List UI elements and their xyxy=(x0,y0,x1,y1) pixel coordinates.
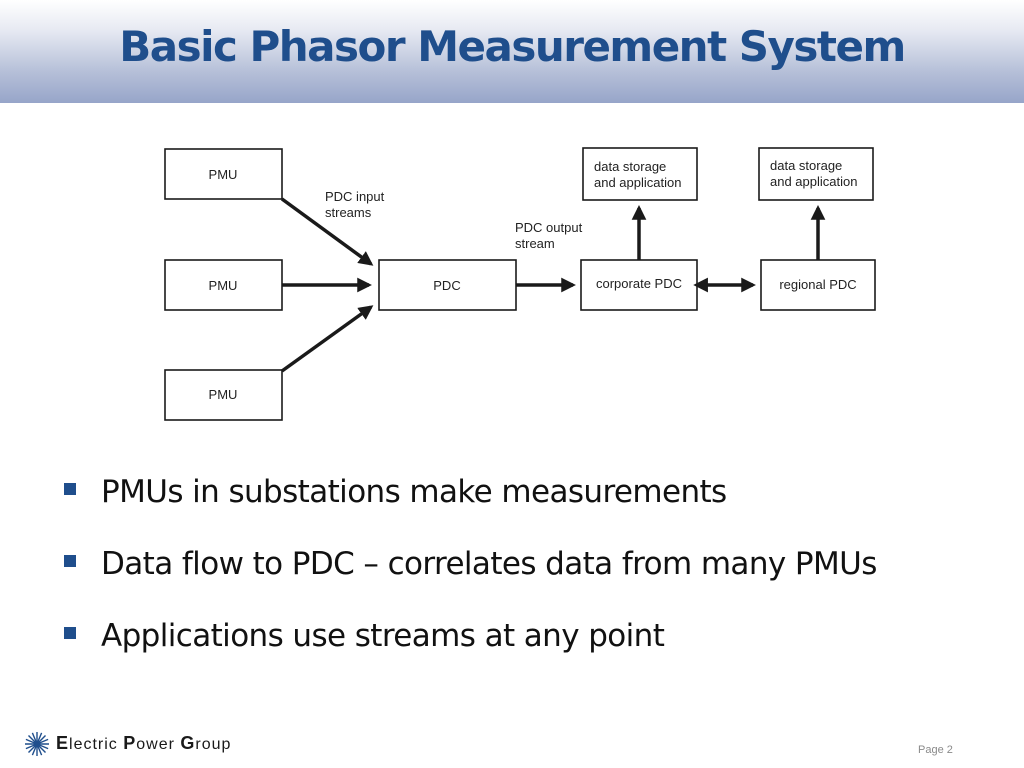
pmu-box-1: PMU xyxy=(164,148,283,200)
pmu-label-1: PMU xyxy=(209,167,238,182)
output-stream-label-line-2: stream xyxy=(515,236,555,251)
square-bullet-icon xyxy=(64,483,76,495)
phasor-system-diagram: PMU PMU PMU PDC corporate PDC regional P… xyxy=(164,147,876,421)
regional-pdc-label: regional PDC xyxy=(779,277,856,292)
arrow-pmu1-to-pdc xyxy=(280,197,374,266)
pmu-box-2: PMU xyxy=(164,259,283,311)
logo-rest-power: ower xyxy=(136,736,181,753)
logo-rest-group: roup xyxy=(195,736,232,753)
storage-1-line-2: and application xyxy=(594,175,681,190)
input-streams-label-line-2: streams xyxy=(325,205,372,220)
storage-1-line-1: data storage xyxy=(594,159,666,174)
starburst-icon xyxy=(25,732,49,756)
bullet-text: PMUs in substations make measurements xyxy=(101,474,727,510)
arrow-pmu3-to-pdc xyxy=(280,305,374,373)
title-bar xyxy=(0,0,1024,103)
input-streams-label-line-1: PDC input xyxy=(325,189,385,204)
data-storage-box-1: data storage and application xyxy=(582,147,698,201)
logo-rest-electric: lectric xyxy=(69,736,124,753)
pmu-box-3: PMU xyxy=(164,369,283,421)
square-bullet-icon xyxy=(64,627,76,639)
bullet-text: Applications use streams at any point xyxy=(101,618,665,654)
pmu-label-2: PMU xyxy=(209,278,238,293)
pdc-box: PDC xyxy=(378,259,517,311)
logo-cap-e: E xyxy=(56,733,70,753)
slide-title: Basic Phasor Measurement System xyxy=(119,22,906,71)
data-storage-box-2: data storage and application xyxy=(758,147,874,201)
bullet-list: PMUs in substations make measurements Da… xyxy=(64,470,877,686)
pdc-label: PDC xyxy=(433,278,460,293)
bullet-text: Data flow to PDC – correlates data from … xyxy=(101,546,877,582)
corporate-pdc-label: corporate PDC xyxy=(596,276,682,291)
bullet-item: PMUs in substations make measurements xyxy=(64,470,877,542)
square-bullet-icon xyxy=(64,555,76,567)
bullet-item: Applications use streams at any point xyxy=(64,614,877,686)
page-number: Page 2 xyxy=(918,744,953,756)
output-stream-label-line-1: PDC output xyxy=(515,220,583,235)
logo-wordmark: Electric Power Group xyxy=(56,733,231,754)
storage-2-line-2: and application xyxy=(770,174,857,189)
pmu-label-3: PMU xyxy=(209,387,238,402)
corporate-pdc-box: corporate PDC xyxy=(580,259,698,311)
regional-pdc-box: regional PDC xyxy=(760,259,876,311)
logo-cap-g: G xyxy=(180,733,196,753)
bullet-item: Data flow to PDC – correlates data from … xyxy=(64,542,877,614)
storage-2-line-1: data storage xyxy=(770,158,842,173)
logo-cap-p: P xyxy=(123,733,137,753)
